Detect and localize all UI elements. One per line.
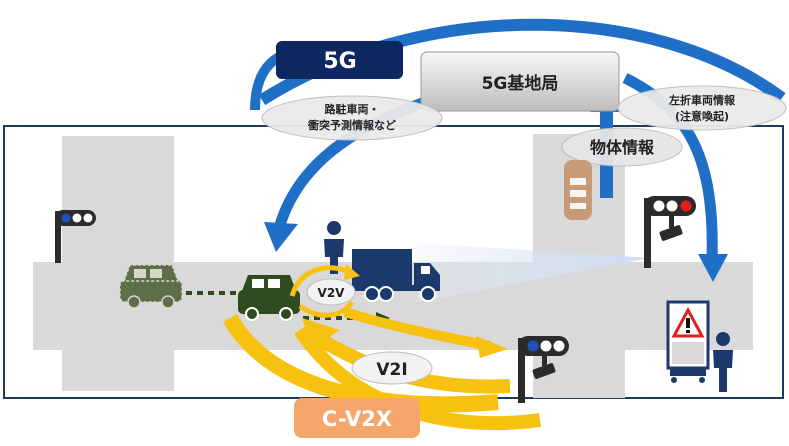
- info-left-line1: 路駐車両・: [325, 102, 380, 116]
- network-5g-label: 5G: [323, 49, 356, 74]
- ghost-car-icon: [119, 264, 183, 309]
- v2v-badge: [306, 278, 356, 306]
- v2v-arc-top: [289, 265, 351, 297]
- v2v-arc-bottom: [298, 300, 355, 318]
- object-info-bubble: [561, 127, 683, 167]
- traffic-signal-left-icon: [55, 210, 96, 263]
- v2i-arrowhead-inner: [476, 336, 508, 358]
- roadside-camera-center-icon: [532, 356, 556, 379]
- cv2x-badge: [294, 398, 420, 438]
- arrow-head-pedestrian: [698, 254, 728, 282]
- warning-sign-icon: [666, 300, 710, 383]
- info-bubble-left: [261, 95, 443, 141]
- v2i-label: V2I: [376, 360, 407, 380]
- v2i-arc-inner: [343, 307, 491, 351]
- arrow-head-down: [264, 222, 298, 252]
- pedestrian-near-sign-icon: [713, 332, 733, 392]
- info-left-line2: 衝突予測情報など: [307, 118, 396, 132]
- info-bubble-right: [617, 85, 787, 131]
- cv2x-label: C-V2X: [322, 407, 392, 431]
- info-right-line2: (注意喚起): [675, 109, 729, 123]
- v2i-badge: [351, 351, 433, 385]
- base-station-label: 5G基地局: [482, 73, 559, 94]
- roadside-camera-right-icon: [659, 216, 683, 241]
- object-info-label: 物体情報: [590, 138, 655, 157]
- truck-icon: [352, 249, 440, 302]
- v2v-label: V2V: [318, 286, 346, 300]
- camera-view-cone: [415, 243, 650, 302]
- v2i-arc-lower: [223, 313, 499, 413]
- base-station-box: [420, 51, 620, 112]
- v2v-arrowhead-top: [344, 264, 360, 280]
- pedestrian-near-truck-icon: [324, 221, 344, 274]
- info-right-line1: 左折車両情報: [668, 93, 736, 107]
- traffic-signal-center-icon: [518, 336, 569, 403]
- traffic-signal-right-icon: [644, 196, 696, 268]
- network-5g-badge: [276, 41, 403, 79]
- car-icon: [238, 275, 300, 321]
- cross-road-left: [62, 136, 174, 391]
- parked-vehicle-icon: [564, 160, 592, 220]
